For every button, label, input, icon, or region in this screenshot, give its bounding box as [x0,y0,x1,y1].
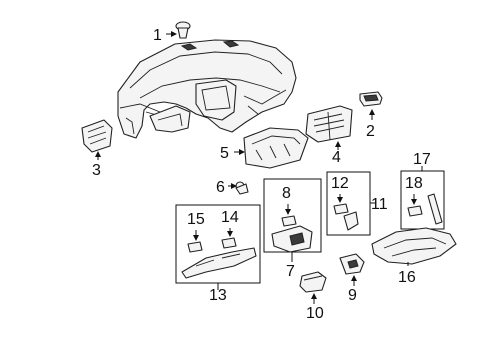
part-2-bracket [359,91,383,107]
part-8-switch [281,215,297,227]
callout-15: 15 [187,211,205,228]
callout-18: 18 [405,175,423,192]
part-11-trim [343,211,359,231]
callout-13: 13 [209,287,227,304]
callout-9: 9 [348,287,357,304]
callout-11: 11 [371,196,388,213]
part-17-trim-strip [427,193,443,225]
part-5-cluster-bezel [243,127,309,169]
part-4-center-vent [305,105,353,143]
part-1-clip [175,21,191,39]
part-16-under-cover [371,227,457,265]
callout-2: 2 [366,123,375,140]
part-15-clip [187,241,203,253]
callout-8: 8 [282,185,291,202]
instrument-panel [117,39,297,139]
callout-1: 1 [153,27,162,44]
callout-14: 14 [221,209,239,226]
part-12-switch [333,203,349,215]
callout-3: 3 [92,162,101,179]
callout-7: 7 [286,263,295,280]
callout-5: 5 [220,145,229,162]
callout-10: 10 [306,305,324,322]
callout-12: 12 [331,175,349,192]
callout-6: 6 [216,179,225,196]
part-9-bracket [339,253,365,275]
part-7-panel [271,225,313,253]
callout-17: 17 [413,151,431,168]
callout-16: 16 [398,269,416,286]
part-18-bracket [407,205,423,217]
part-3-side-vent [81,119,113,153]
part-14-clip [221,237,237,249]
callout-4: 4 [332,149,341,166]
part-6-switch [235,181,249,195]
part-10-box [299,271,327,293]
part-13-lower-panel [181,247,257,279]
